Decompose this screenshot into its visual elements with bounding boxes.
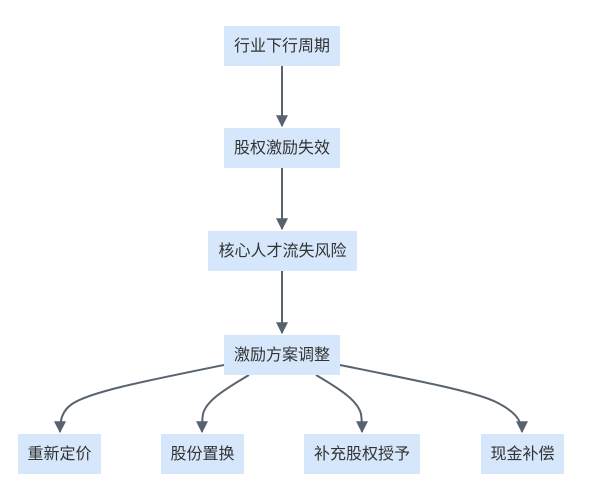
edge-plan-adjustment-to-repricing [54, 364, 225, 434]
node-industry-downturn: 行业下行周期 [224, 26, 340, 66]
node-talent-loss-risk: 核心人才流失风险 [208, 231, 357, 271]
edge-plan-adjustment-to-share-swap [196, 374, 250, 434]
node-equity-incentive-failure: 股权激励失效 [224, 128, 340, 168]
node-repricing: 重新定价 [18, 434, 101, 474]
edge-plan-adjustment-to-cash-compensation [339, 364, 528, 434]
node-incentive-plan-adjustment: 激励方案调整 [224, 335, 340, 375]
node-share-swap: 股份置换 [161, 434, 244, 474]
node-supplementary-grant: 补充股权授予 [304, 434, 420, 474]
node-cash-compensation: 现金补偿 [481, 434, 564, 474]
edge-plan-adjustment-to-supplementary-grant [315, 374, 368, 434]
